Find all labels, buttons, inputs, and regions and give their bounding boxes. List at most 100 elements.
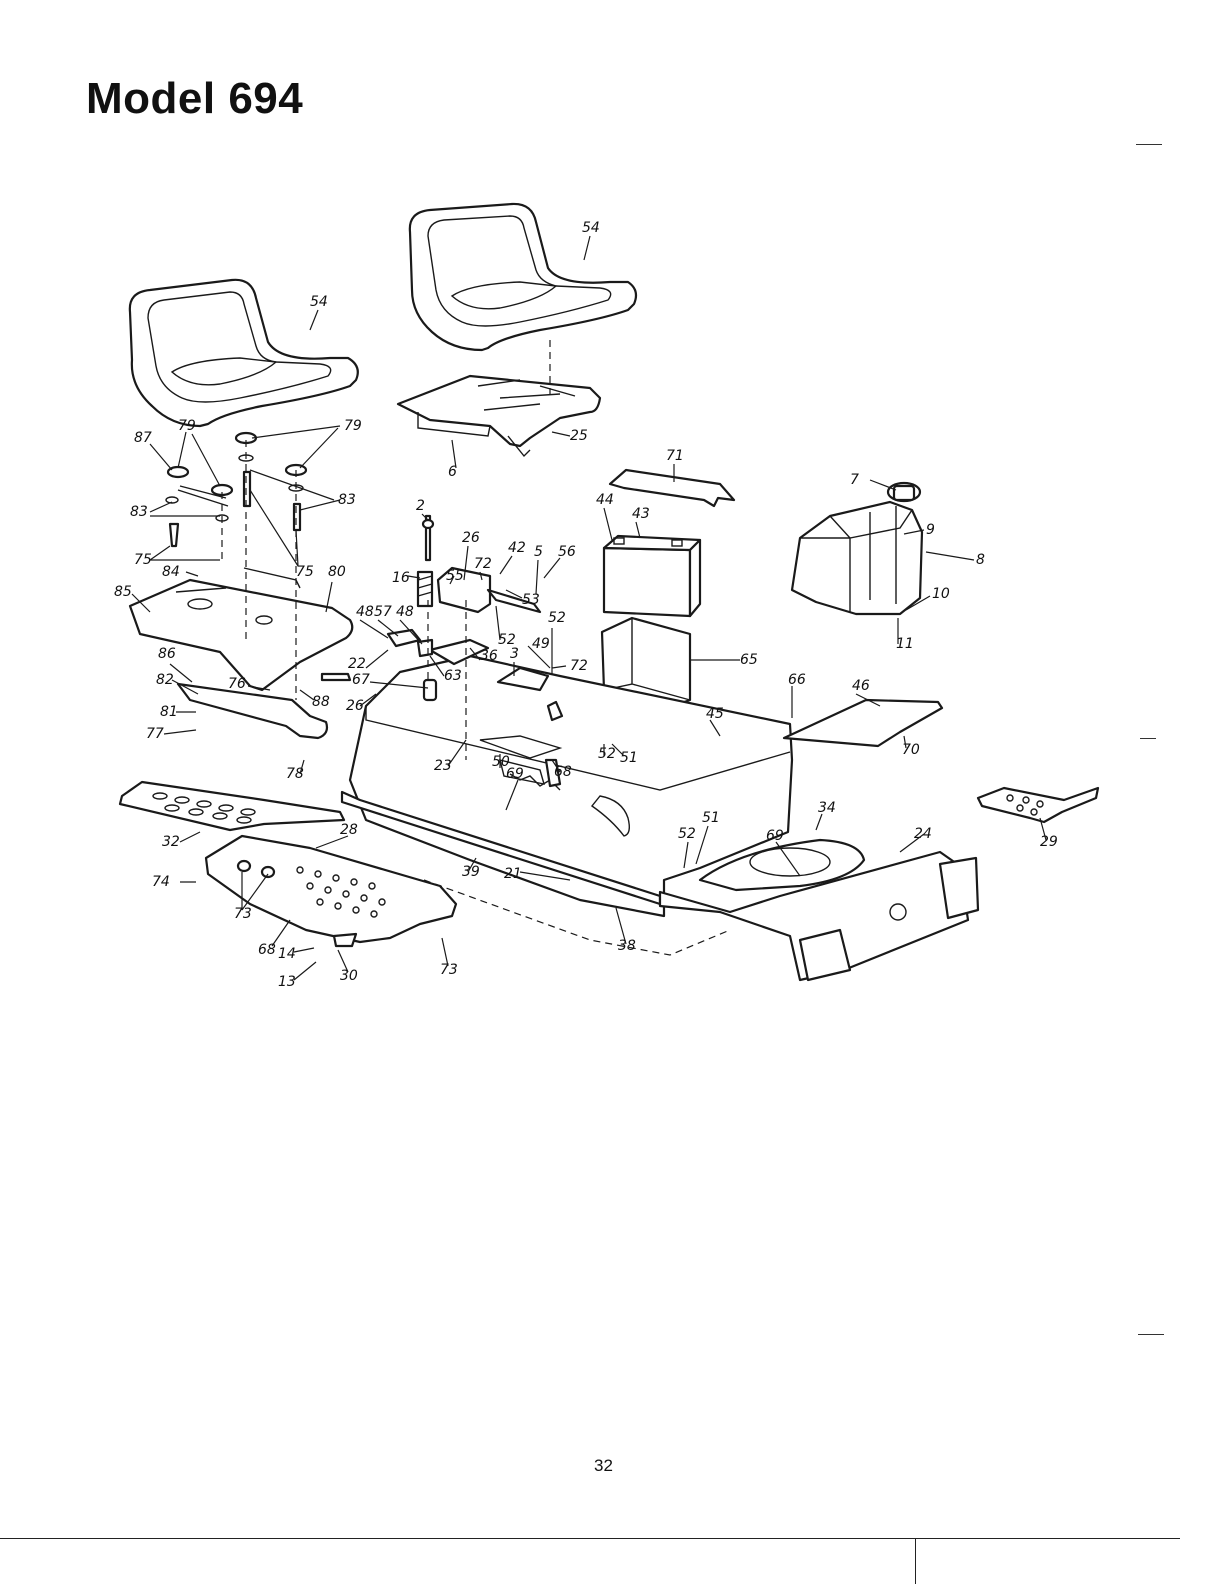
seat-left (128, 278, 359, 428)
footer-rule (0, 1538, 1180, 1539)
callout-label: 69 (766, 828, 784, 844)
seat-hardware (165, 340, 551, 700)
footrest-right (976, 786, 1100, 824)
callout-label: 82 (156, 672, 174, 688)
callout-label: 72 (474, 556, 492, 572)
callout-label: 21 (504, 866, 522, 882)
adjuster-parts (320, 514, 564, 788)
callout-label: 84 (162, 564, 180, 580)
callout-label: 38 (618, 938, 636, 954)
callout-label: 65 (740, 652, 758, 668)
callout-label: 34 (818, 800, 836, 816)
callout-label: 48 (396, 604, 414, 620)
callout-label: 14 (278, 946, 296, 962)
callout-label: 50 (492, 754, 510, 770)
callout-label: 72 (570, 658, 588, 674)
callout-label: 2 (416, 498, 425, 514)
seat-upper (408, 202, 638, 352)
callout-label: 81 (160, 704, 178, 720)
callout-label: 71 (666, 448, 684, 464)
callout-labels: 54 54 87 79 79 83 83 75 75 84 85 80 2 26… (114, 220, 1058, 990)
callout-label: 83 (130, 504, 148, 520)
callout-label: 25 (570, 428, 588, 444)
callout-label: 52 (548, 610, 566, 626)
callout-label: 42 (508, 540, 526, 556)
callout-label: 87 (134, 430, 152, 446)
callout-label: 55 (446, 568, 464, 584)
callout-label: 70 (902, 742, 920, 758)
callout-label: 5 (534, 544, 543, 560)
callout-label: 32 (162, 834, 180, 850)
callout-label: 48 (356, 604, 374, 620)
callout-label: 53 (522, 592, 540, 608)
callout-label: 7 (850, 472, 859, 488)
callout-label: 9 (926, 522, 935, 538)
callout-label: 79 (344, 418, 362, 434)
callout-label: 36 (480, 648, 498, 664)
callout-label: 54 (582, 220, 600, 236)
callout-label: 39 (462, 864, 480, 880)
battery-holddown (608, 468, 736, 508)
callout-label: 83 (338, 492, 356, 508)
callout-label: 75 (134, 552, 152, 568)
callout-label: 16 (392, 570, 410, 586)
callout-label: 8 (976, 552, 985, 568)
callout-label: 26 (462, 530, 480, 546)
callout-label: 69 (506, 766, 524, 782)
margin-mark (1136, 144, 1162, 145)
callout-label: 49 (532, 636, 550, 652)
callout-label: 52 (678, 826, 696, 842)
callout-label: 43 (632, 506, 650, 522)
callout-label: 80 (328, 564, 346, 580)
callout-label: 44 (596, 492, 614, 508)
callout-label: 54 (310, 294, 328, 310)
seat-rail (176, 682, 329, 740)
callout-label: 30 (340, 968, 358, 984)
callout-label: 73 (440, 962, 458, 978)
margin-mark (1140, 738, 1156, 739)
cover-plate (782, 698, 944, 748)
callout-label: 46 (852, 678, 870, 694)
callout-label: 63 (444, 668, 462, 684)
callout-label: 52 (498, 632, 516, 648)
page-number: 32 (594, 1456, 613, 1475)
callout-label: 76 (228, 676, 246, 692)
callout-label: 67 (352, 672, 370, 688)
seat-plate (396, 374, 602, 458)
callout-label: 86 (158, 646, 176, 662)
callout-label: 45 (706, 706, 724, 722)
callout-label: 73 (234, 906, 252, 922)
page-title: Model 694 (86, 74, 304, 123)
callout-label: 29 (1040, 834, 1058, 850)
callout-label: 68 (554, 764, 572, 780)
footrest-plate (204, 834, 458, 948)
callout-label: 11 (896, 636, 914, 652)
floor-mat (118, 780, 346, 832)
callout-label: 66 (788, 672, 806, 688)
callout-label: 79 (178, 418, 196, 434)
callout-label: 23 (434, 758, 452, 774)
callout-label: 88 (312, 694, 330, 710)
leader-lines (131, 235, 1047, 981)
callout-label: 3 (510, 646, 519, 662)
fuel-tank (790, 481, 924, 616)
callout-label: 56 (558, 544, 576, 560)
battery (602, 534, 702, 618)
callout-label: 77 (146, 726, 164, 742)
callout-label: 85 (114, 584, 132, 600)
frame-body (340, 654, 980, 982)
callout-label: 6 (448, 464, 457, 480)
callout-label: 51 (702, 810, 720, 826)
callout-label: 13 (278, 974, 296, 990)
callout-label: 10 (932, 586, 950, 602)
callout-label: 74 (152, 874, 170, 890)
callout-label: 52 (598, 746, 616, 762)
callout-label: 28 (340, 822, 358, 838)
callout-label: 22 (348, 656, 366, 672)
callout-label: 57 (374, 604, 392, 620)
callout-label: 26 (346, 698, 364, 714)
callout-label: 51 (620, 750, 638, 766)
footer-separator (915, 1538, 916, 1584)
callout-label: 78 (286, 766, 304, 782)
